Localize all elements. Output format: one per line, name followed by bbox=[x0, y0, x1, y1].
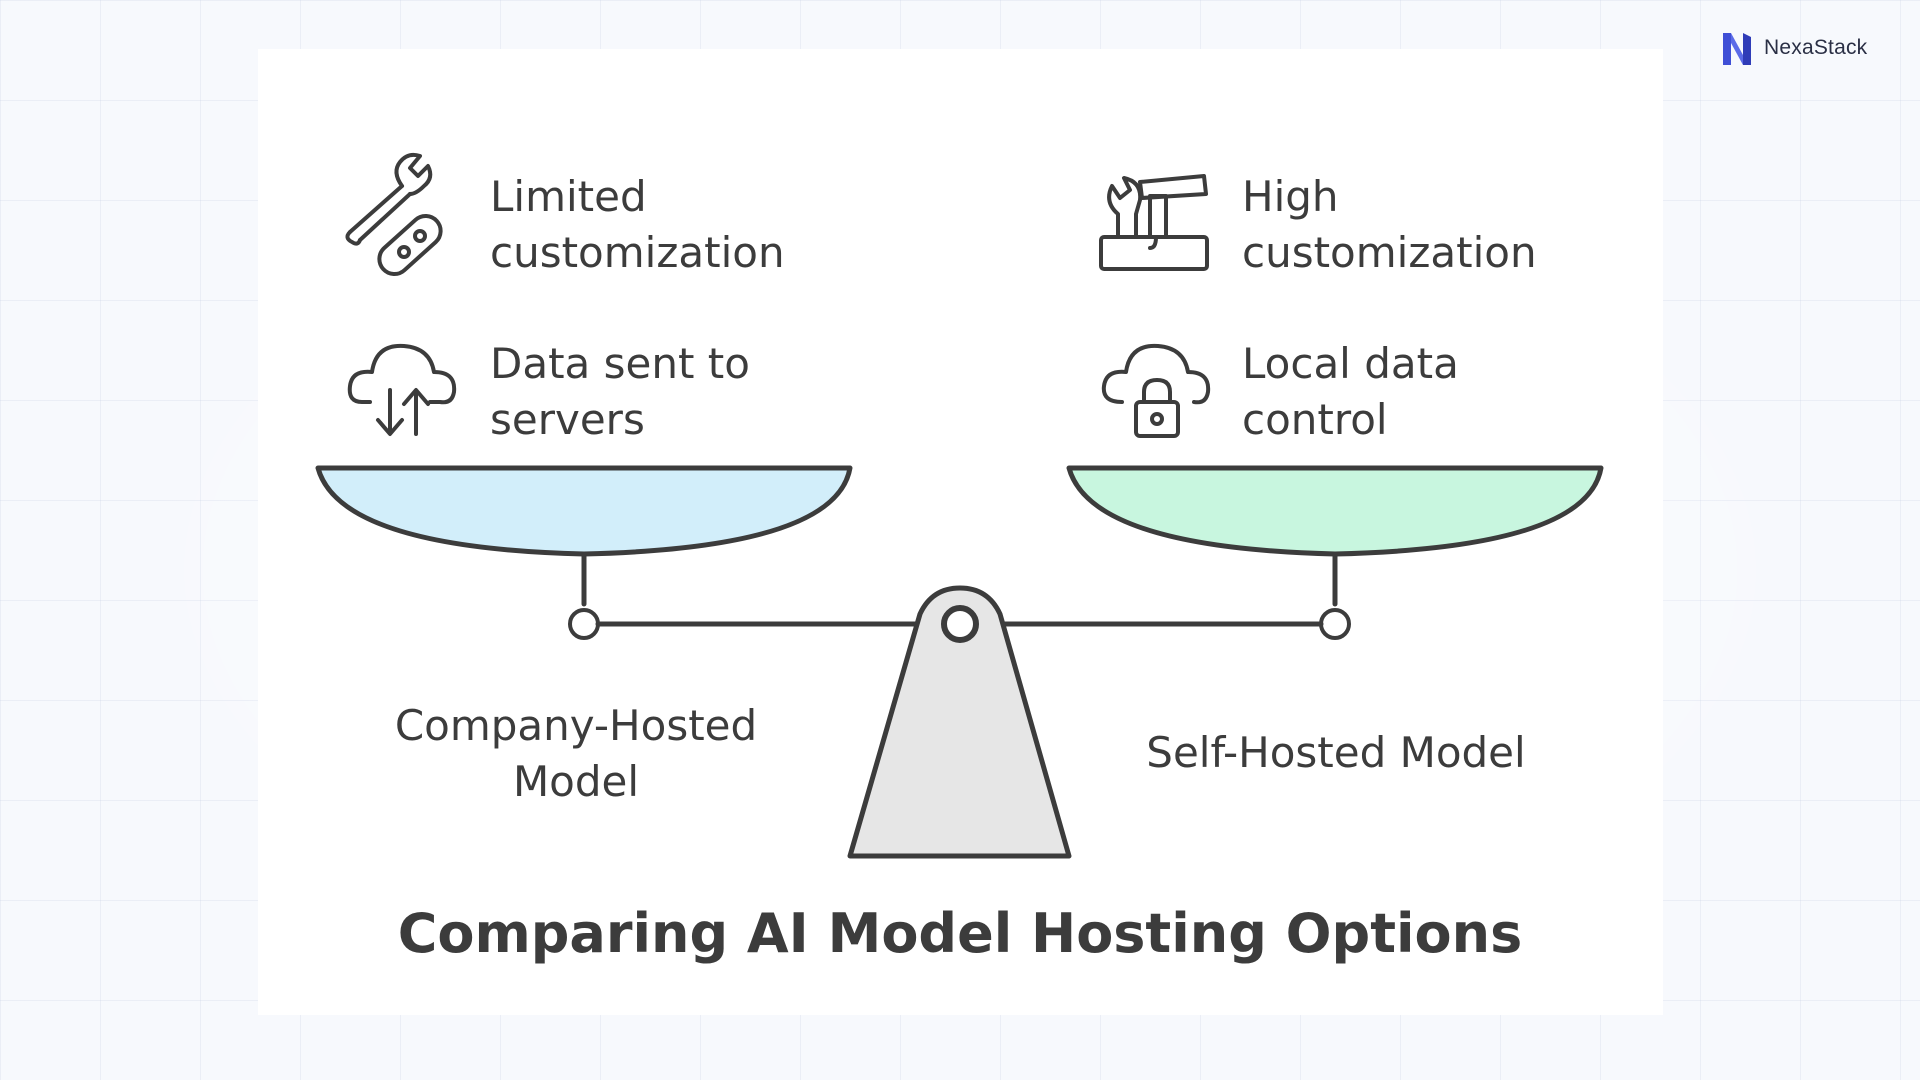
wrench-and-tool-icon bbox=[345, 152, 443, 277]
left-pivot bbox=[568, 608, 600, 640]
cloud-transfer-icon bbox=[347, 343, 457, 436]
left-model-label-line2: Model bbox=[513, 757, 639, 806]
cloud-lock-icon bbox=[1101, 343, 1211, 438]
nexastack-logo-icon bbox=[1723, 33, 1751, 65]
left-feature-1-line1: Limited bbox=[490, 172, 647, 221]
fulcrum bbox=[847, 585, 1072, 859]
left-model-label-line1: Company-Hosted bbox=[395, 701, 757, 750]
left-feature-1-line2: customization bbox=[490, 228, 785, 277]
diagram-title: Comparing AI Model Hosting Options bbox=[398, 902, 1522, 965]
right-feature-2-line1: Local data bbox=[1242, 339, 1459, 388]
right-feature-1-line1: High bbox=[1242, 172, 1339, 221]
left-scale-pan bbox=[315, 465, 853, 640]
right-feature-1-line2: customization bbox=[1242, 228, 1537, 277]
toolbox-icon bbox=[1099, 174, 1209, 271]
left-feature-2-line2: servers bbox=[490, 395, 645, 444]
right-scale-pan bbox=[1066, 465, 1604, 640]
left-feature-2-line1: Data sent to bbox=[490, 339, 750, 388]
brand-name: NexaStack bbox=[1764, 36, 1868, 59]
brand[interactable]: NexaStack bbox=[1720, 28, 1867, 68]
right-model-label: Self-Hosted Model bbox=[1146, 728, 1525, 777]
right-pivot bbox=[1319, 608, 1351, 640]
right-feature-2-line2: control bbox=[1242, 395, 1388, 444]
